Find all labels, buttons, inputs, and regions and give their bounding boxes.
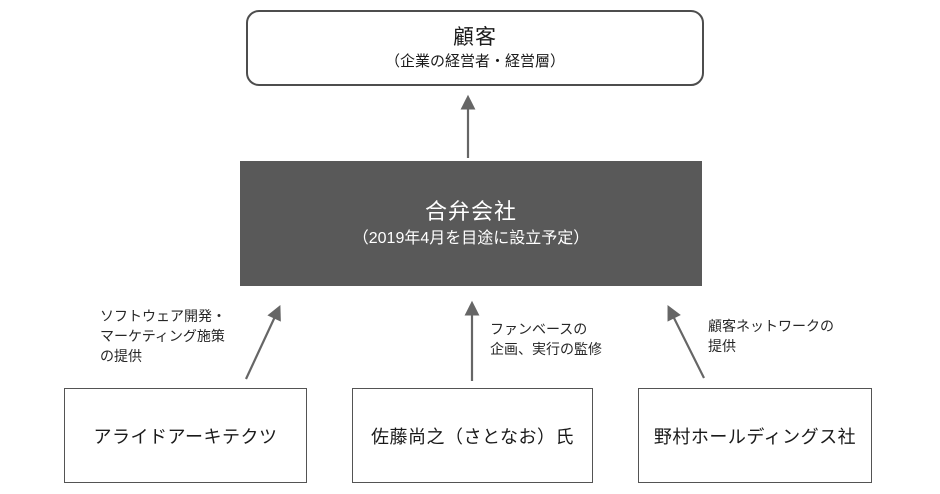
partner-box-sato-naoyuki: 佐藤尚之（さとなお）氏 (352, 388, 593, 483)
customer-subtitle: （企業の経営者・経営層） (384, 53, 565, 70)
joint-venture-subtitle: （2019年4月を目途に設立予定） (352, 229, 590, 247)
joint-venture-title: 合弁会社 (424, 198, 517, 224)
arrow-partner1-to-jv (245, 305, 281, 380)
contribution-label-fanbase: ファンベースの 企画、実行の監修 (490, 321, 602, 357)
customer-title: 顧客 (453, 26, 497, 49)
partner-name: 佐藤尚之（さとなお）氏 (371, 426, 574, 447)
partner-name: アライドアーキテクツ (93, 426, 278, 447)
arrow-partner3-to-jv (667, 305, 705, 379)
customer-box: 顧客 （企業の経営者・経営層） (246, 10, 704, 86)
contribution-label-software-marketing: ソフトウェア開発・ マーケティング施策 の提供 (100, 308, 226, 364)
partner-box-nomura-holdings: 野村ホールディングス社 (638, 388, 872, 483)
partner-box-allied-architects: アライドアーキテクツ (64, 388, 307, 483)
contribution-label-customer-network: 顧客ネットワークの 提供 (708, 318, 834, 354)
partner-name: 野村ホールディングス社 (653, 426, 857, 447)
joint-venture-box: 合弁会社 （2019年4月を目途に設立予定） (240, 161, 702, 286)
